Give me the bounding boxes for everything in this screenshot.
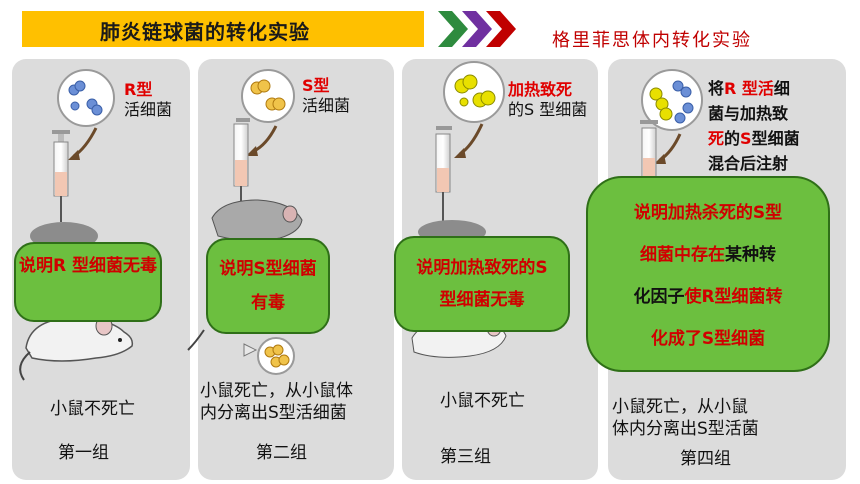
petri-dish-icon (257, 337, 295, 375)
title-bar (22, 11, 424, 47)
panel-3-dish-label: 加热致死 的S 型细菌 (508, 80, 588, 119)
syringe-icon (435, 126, 452, 222)
panel-1-dish-label: R型 活细菌 (124, 80, 173, 119)
panel-2-dish-label: S型 活细菌 (302, 76, 351, 115)
page-title: 肺炎链球菌的转化实验 (100, 20, 310, 44)
conclusion-box-4: 说明加热杀死的S型 细菌中存在某种转 化因子使R型细菌转 化成了S型细菌 (586, 176, 830, 372)
curved-arrow-icon (654, 133, 682, 164)
petri-dish-icon (443, 61, 505, 123)
syringe-icon (640, 120, 658, 190)
panel-2-result: 小鼠死亡，从小鼠体 内分离出S型活细菌 (200, 381, 353, 423)
panel-3-result: 小鼠不死亡 (440, 391, 525, 411)
petri-dish-icon (641, 69, 703, 131)
group-label-2: 第二组 (256, 443, 307, 463)
mouse-icon (19, 316, 134, 381)
panel-4-dish-label: 将R 型活细 菌与加热致 死的S型细菌 混合后注射 (708, 79, 800, 173)
conclusion-box-3: 说明加热致死的S型细菌无毒 (394, 236, 570, 332)
petri-dish-icon (241, 69, 295, 123)
syringe-icon (233, 118, 250, 204)
mouse-tail-icon (187, 329, 205, 351)
arrow-icon (243, 343, 258, 357)
conclusion-box-1: 说明R 型细菌无毒 (14, 242, 162, 322)
chevron-arrows-icon (438, 11, 516, 47)
conclusion-box-2: 说明S型细菌有毒 (206, 238, 330, 334)
curved-arrow-icon (68, 127, 98, 160)
mouse-icon (211, 199, 303, 242)
syringe-icon (52, 130, 70, 222)
panel-4-result: 小鼠死亡，从小鼠 体内分离出S型活菌 (612, 397, 759, 439)
group-label-1: 第一组 (58, 443, 109, 463)
curved-arrow-icon (246, 125, 278, 156)
group-label-3: 第三组 (440, 447, 491, 467)
curved-arrow-icon (454, 123, 484, 158)
panel-1-result: 小鼠不死亡 (50, 399, 135, 419)
group-label-4: 第四组 (680, 449, 731, 469)
page-subtitle: 格里菲思体内转化实验 (552, 30, 752, 51)
petri-dish-icon (57, 69, 115, 127)
